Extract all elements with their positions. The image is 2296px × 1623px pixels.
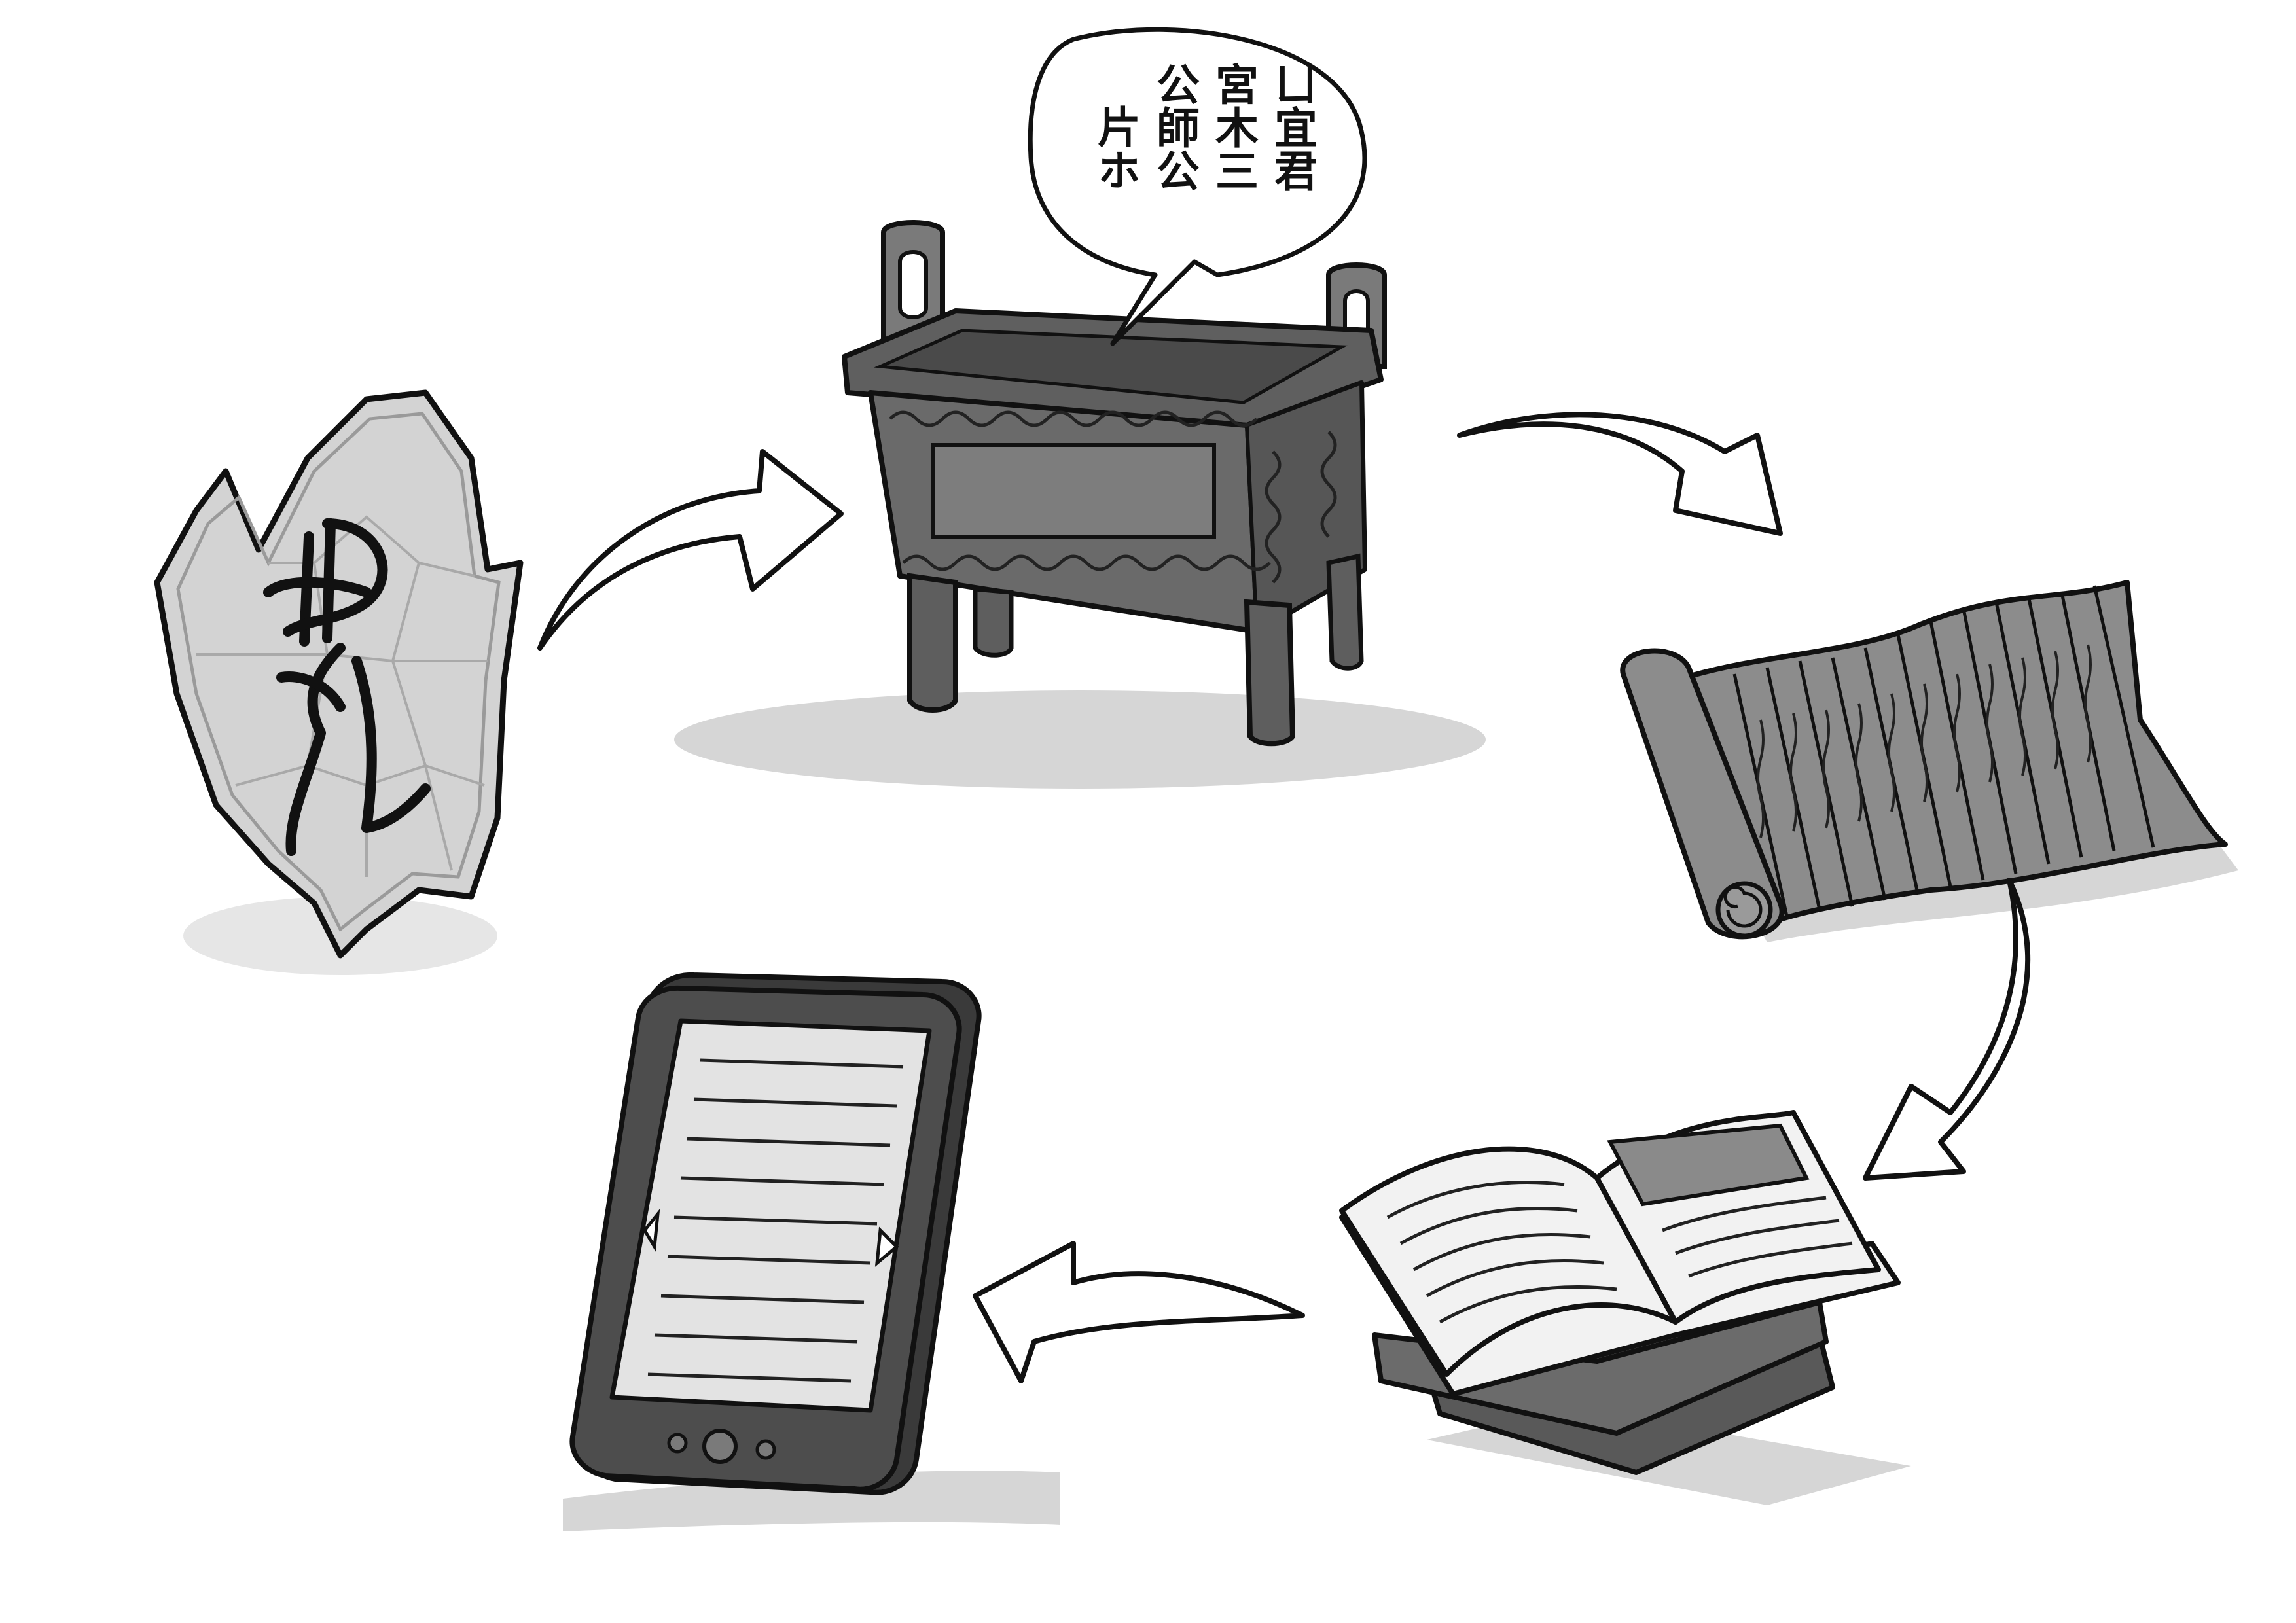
ding-leg-back-left — [973, 586, 1014, 658]
curved-arrow-icon — [973, 1241, 1305, 1383]
ereader-prev-page-arrow[interactable] — [642, 1208, 660, 1252]
book-stack-top — [1372, 1300, 1829, 1436]
book-illustration — [1607, 1123, 1810, 1207]
bamboo-scroll-roll — [1620, 648, 1785, 940]
ding-front-panel — [931, 443, 1216, 539]
ereader-right-button[interactable] — [755, 1439, 776, 1460]
ding-leg-front-right — [1244, 599, 1296, 747]
oracle-bone-icon: 𡵄 — [154, 389, 524, 975]
ereader-text-lines — [647, 1058, 904, 1383]
bronze-ding-shadow — [674, 690, 1486, 789]
ereader-shadow — [563, 1471, 1060, 1531]
curved-arrow-icon — [1863, 878, 2031, 1181]
ereader-next-page-arrow[interactable] — [874, 1226, 899, 1267]
oracle-glyph-drawing — [263, 518, 431, 856]
inscription-column-3: 公師公 — [1149, 62, 1200, 192]
speech-bubble: ㄩ宜君 宮木三 公師公 片ホ — [1028, 27, 1367, 346]
inscription-column-1: ㄩ宜君 — [1267, 62, 1318, 192]
inscription-column-2: 宮木三 — [1208, 62, 1259, 192]
oracle-bone-shell — [154, 389, 524, 959]
bamboo-writing — [1757, 644, 2092, 838]
inscription-column-4: 片ホ — [1090, 105, 1141, 191]
bamboo-scroll-icon — [1620, 580, 2238, 942]
ding-leg-back-right — [1326, 553, 1364, 671]
ding-left-handle-hole — [898, 250, 928, 319]
ereader-left-button[interactable] — [667, 1433, 688, 1454]
bamboo-scroll-roll-end — [1715, 881, 1773, 938]
speech-bubble-outline — [1028, 27, 1367, 346]
curved-arrow-icon — [1457, 412, 1783, 536]
curved-arrow-icon — [537, 449, 844, 651]
ding-leg-front-left — [907, 573, 958, 713]
bronze-ding-icon — [674, 220, 1486, 789]
ereader-screen — [609, 1018, 932, 1413]
bamboo-scroll-sheet — [1673, 580, 2228, 932]
ding-mouth — [874, 329, 1348, 404]
open-book-icon — [1339, 1110, 1911, 1505]
oracle-bone-inner-rim — [176, 412, 501, 932]
ding-pattern — [889, 410, 1337, 584]
ereader-icon — [563, 972, 1060, 1531]
ereader-home-button[interactable] — [702, 1429, 738, 1464]
book-text-lines — [1386, 1181, 1853, 1324]
